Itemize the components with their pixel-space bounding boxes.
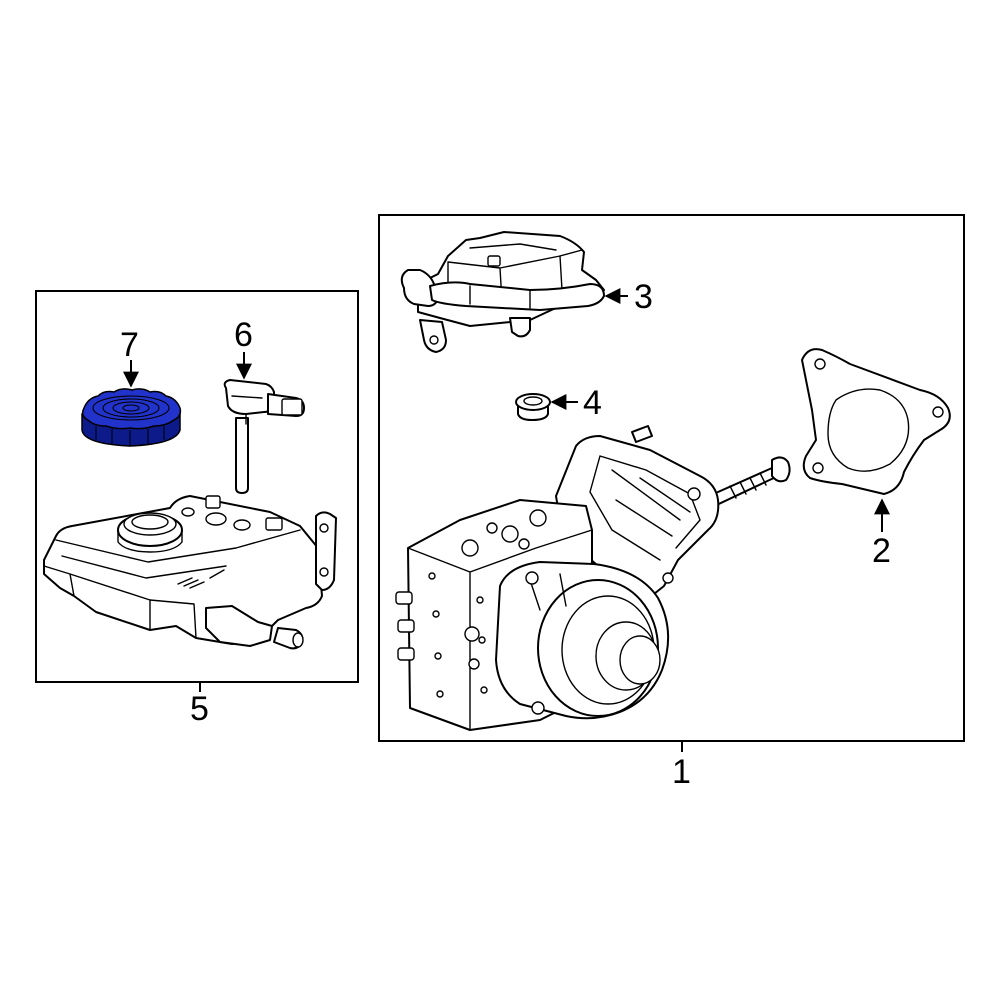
- part-2-gasket[interactable]: [801, 348, 951, 495]
- group-frame-right: [378, 214, 965, 742]
- callout-3: 3: [634, 278, 653, 316]
- cap-top: [81, 388, 182, 430]
- callout-7: 7: [120, 326, 139, 364]
- cap-grip-rings: [92, 395, 170, 421]
- cap-side-ribs: [95, 426, 165, 446]
- part-6-fluid-level-sensor[interactable]: [223, 379, 305, 494]
- callout-4: 4: [583, 384, 602, 422]
- callout-1: 1: [672, 753, 691, 791]
- group-frame-left: [35, 290, 359, 683]
- part-3-control-module[interactable]: [400, 231, 605, 353]
- leader-lines: [123, 288, 890, 752]
- callout-6: 6: [234, 316, 253, 354]
- callout-5: 5: [190, 690, 209, 728]
- part-1-modulator-assembly[interactable]: [395, 425, 791, 731]
- part-7-reservoir-cap[interactable]: [81, 388, 182, 447]
- callout-2: 2: [872, 532, 891, 570]
- part-4-grommet[interactable]: [515, 393, 551, 421]
- part-5-master-cylinder-assembly[interactable]: [43, 495, 337, 650]
